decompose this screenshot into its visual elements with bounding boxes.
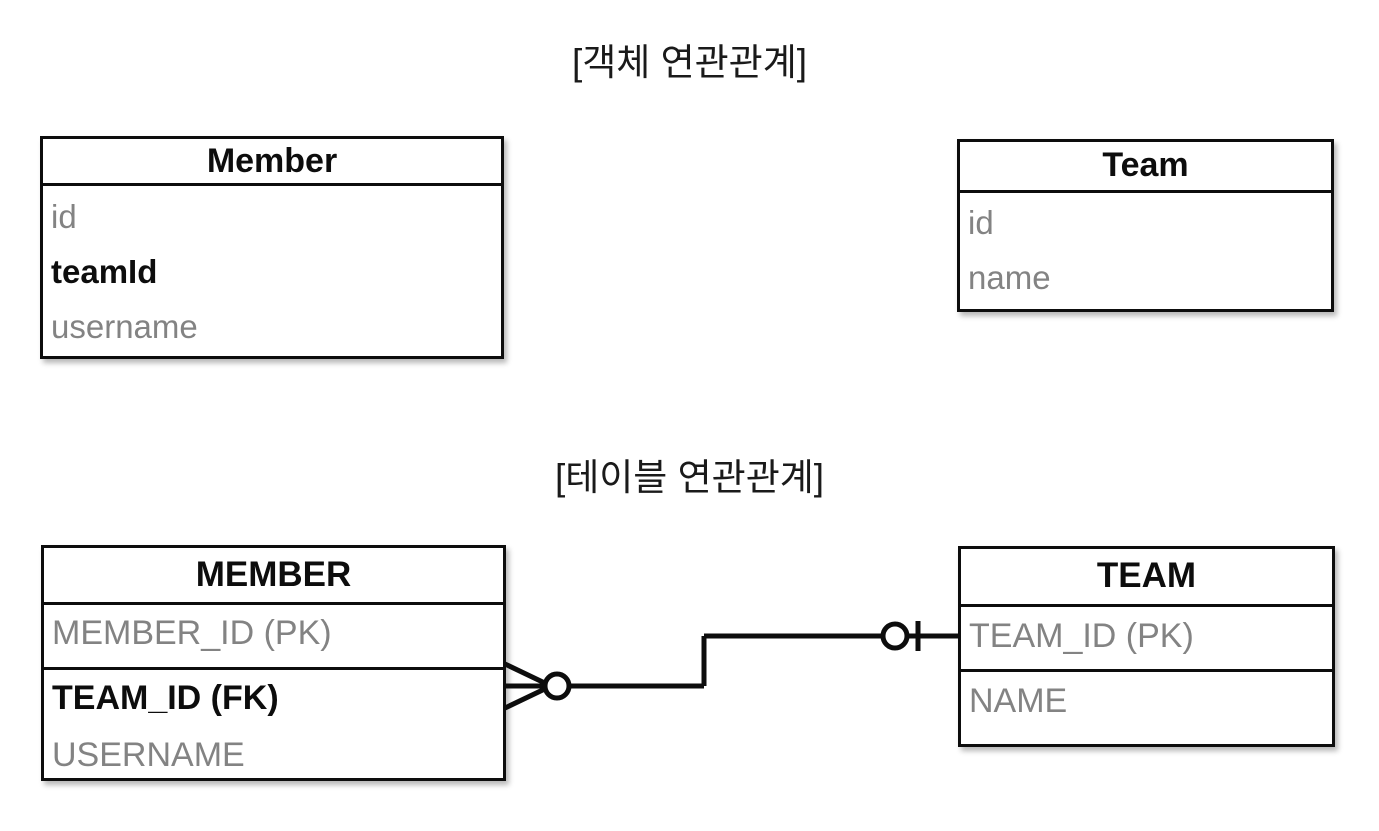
object-section-title: [객체 연관관계] — [571, 42, 808, 83]
attribute-row: id — [968, 204, 994, 241]
attribute-row: id — [51, 198, 77, 235]
attribute-row: TEAM_ID (FK) — [52, 679, 279, 717]
entity-team-table-pk-group: TEAM_ID (PK) — [961, 607, 1332, 669]
entity-team-table: TEAM TEAM_ID (PK) NAME — [958, 546, 1335, 747]
attribute-row: teamId — [51, 253, 158, 290]
entity-member-table-column-group: TEAM_ID (FK) USERNAME — [44, 667, 503, 778]
attribute-row: MEMBER_ID (PK) — [52, 614, 332, 652]
relationship-connector — [503, 621, 960, 711]
entity-team-object-header: Team — [960, 142, 1331, 193]
cardinality-zero-circle-member — [542, 671, 572, 701]
entity-team-object: Team id name — [957, 139, 1334, 312]
table-section-title: [테이블 연관관계] — [554, 457, 825, 498]
attribute-row: USERNAME — [52, 736, 245, 774]
cardinality-zero-circle-team — [880, 621, 910, 651]
attribute-row: NAME — [969, 682, 1068, 720]
entity-member-object-attributes: id teamId username — [43, 186, 501, 356]
entity-member-object: Member id teamId username — [40, 136, 504, 359]
entity-member-table-header: MEMBER — [44, 548, 503, 605]
entity-member-table: MEMBER MEMBER_ID (PK) TEAM_ID (FK) USERN… — [41, 545, 506, 781]
attribute-row: TEAM_ID (PK) — [969, 617, 1194, 655]
entity-team-table-header: TEAM — [961, 549, 1332, 607]
entity-team-table-column-group: NAME — [961, 669, 1332, 741]
attribute-row: name — [968, 259, 1051, 296]
attribute-row: username — [51, 308, 198, 345]
entity-team-object-attributes: id name — [960, 193, 1331, 309]
entity-member-object-header: Member — [43, 139, 501, 186]
entity-member-table-pk-group: MEMBER_ID (PK) — [44, 605, 503, 667]
